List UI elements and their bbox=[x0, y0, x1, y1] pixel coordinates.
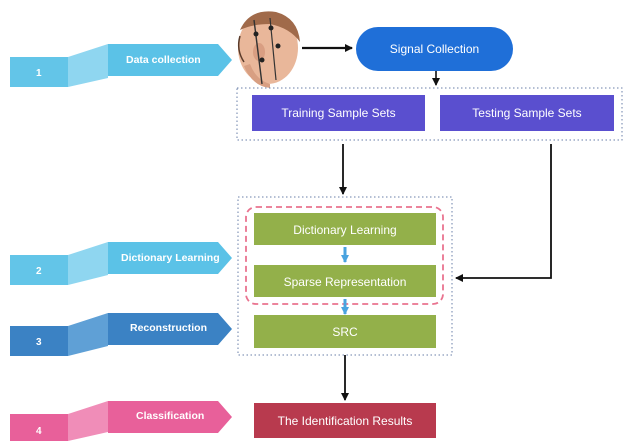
step-1-label: Data collection bbox=[126, 54, 201, 66]
identification-results-node bbox=[254, 403, 436, 438]
step-3-label: Reconstruction bbox=[130, 322, 207, 334]
step-4-number: 4 bbox=[36, 426, 42, 437]
step-2-banner: 2 Dictionary Learning bbox=[10, 242, 232, 285]
head-eeg-illustration bbox=[237, 11, 300, 88]
step-4-banner: 4 Classification bbox=[10, 401, 232, 441]
dictionary-learning-node bbox=[254, 213, 436, 245]
processing-container bbox=[237, 196, 453, 356]
testing-sample-sets-label: Testing Sample Sets bbox=[472, 106, 581, 120]
arrow-testing-to-sparse bbox=[455, 144, 552, 282]
src-node bbox=[254, 315, 436, 348]
step-3-banner: 3 Reconstruction bbox=[10, 313, 232, 356]
step-2-number: 2 bbox=[36, 266, 42, 277]
training-sample-sets-label: Training Sample Sets bbox=[281, 106, 395, 120]
step-3-number: 3 bbox=[36, 337, 42, 348]
sparse-representation-node bbox=[254, 265, 436, 297]
identification-results-label: The Identification Results bbox=[278, 414, 413, 428]
src-label: SRC bbox=[332, 325, 358, 339]
dictionary-learning-label: Dictionary Learning bbox=[293, 223, 396, 237]
step-1-number: 1 bbox=[36, 68, 42, 79]
step-4-label: Classification bbox=[136, 410, 204, 422]
sparse-representation-label: Sparse Representation bbox=[284, 275, 407, 289]
testing-sample-sets-node bbox=[440, 95, 614, 131]
training-sample-sets-node bbox=[252, 95, 425, 131]
sample-sets-container bbox=[236, 87, 623, 141]
step-2-label: Dictionary Learning bbox=[121, 252, 220, 264]
step-1-banner: 1 Data collection bbox=[10, 44, 232, 87]
signal-collection-node bbox=[356, 27, 513, 71]
signal-collection-label: Signal Collection bbox=[390, 42, 479, 56]
